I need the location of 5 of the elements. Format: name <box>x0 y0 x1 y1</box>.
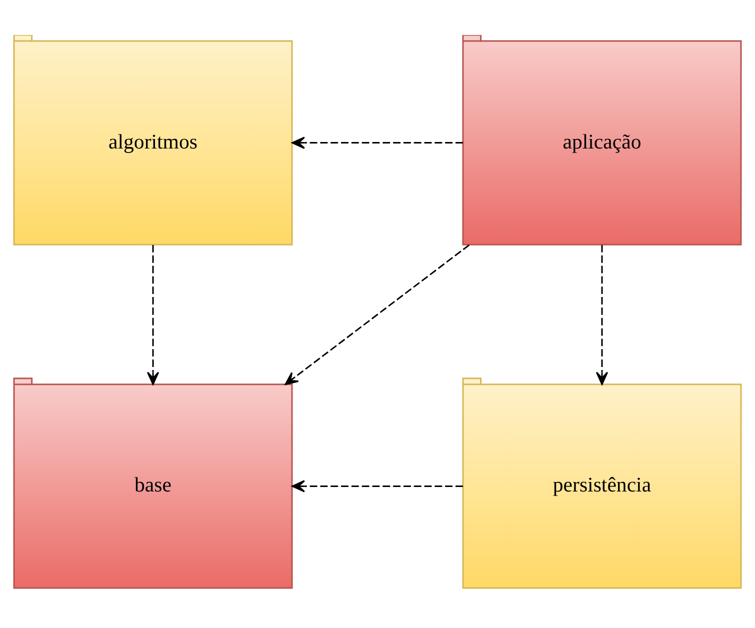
arrow <box>292 136 463 148</box>
arrow <box>596 244 608 384</box>
arrow <box>292 480 463 492</box>
arrow <box>284 244 470 384</box>
arrow <box>146 244 160 384</box>
